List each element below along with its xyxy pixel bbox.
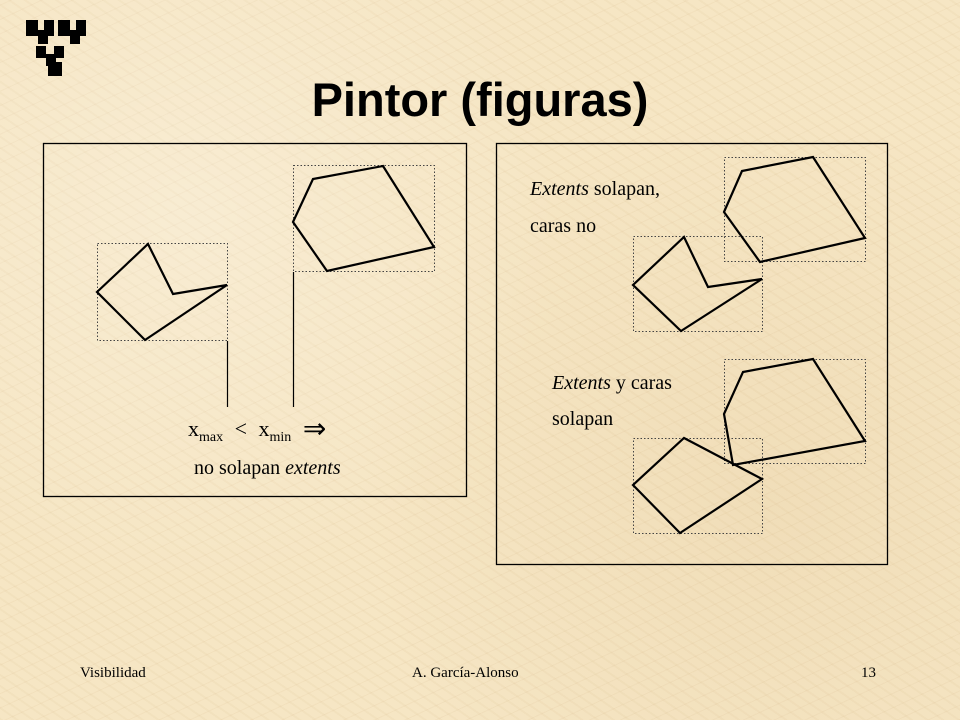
x-min-var: x: [258, 416, 270, 441]
no-overlap-italic: extents: [285, 457, 341, 479]
case2-polygon-quadrilateral: [631, 436, 765, 535]
footer-author: A. García-Alonso: [412, 665, 519, 681]
less-than-operator: <: [234, 416, 248, 441]
case2-polygon-pentagon: [722, 357, 867, 467]
case1-polygon-arrowhead: [631, 235, 763, 333]
case1-extent-top: [724, 157, 866, 262]
case2-extents-word: Extents: [552, 372, 611, 394]
left-polygon-pentagon: [291, 164, 436, 273]
implies-arrow: ⇒: [302, 412, 327, 445]
right-panel-frame: [495, 142, 889, 566]
x-min-subscript: min: [269, 430, 292, 445]
left-polygon-arrowhead: [95, 242, 228, 342]
extents-comparison-formula: xmax < xmin ⇒: [188, 412, 326, 446]
case1-polygon-pentagon: [722, 155, 867, 264]
no-overlap-plain: no solapan: [194, 457, 286, 479]
case2-caption-line1: Extents y caras: [552, 371, 672, 395]
case2-extent-top: [724, 359, 866, 464]
case2-rest: y caras: [610, 372, 672, 394]
case1-caption-line2: caras no: [530, 215, 597, 237]
extent-box-right-shape: [293, 165, 435, 272]
case1-caption-line1: Extents solapan,: [530, 177, 660, 201]
university-crest-logo: [26, 20, 86, 76]
case1-rest: solapan,: [588, 178, 660, 200]
case2-caption-line2: solapan: [552, 408, 614, 430]
x-max-subscript: max: [199, 430, 224, 445]
extent-box-left-shape: [97, 243, 228, 341]
x-max-var: x: [188, 416, 199, 441]
case2-extent-bottom: [633, 438, 763, 534]
footer-topic: Visibilidad: [80, 665, 146, 681]
case1-extents-word: Extents: [530, 178, 589, 200]
no-overlap-caption: no solapan extents: [194, 456, 341, 480]
left-panel-frame: [42, 142, 468, 498]
case1-extent-bottom: [633, 236, 763, 332]
slide-title: Pintor (figuras): [311, 73, 649, 126]
footer-page-number: 13: [861, 665, 876, 681]
